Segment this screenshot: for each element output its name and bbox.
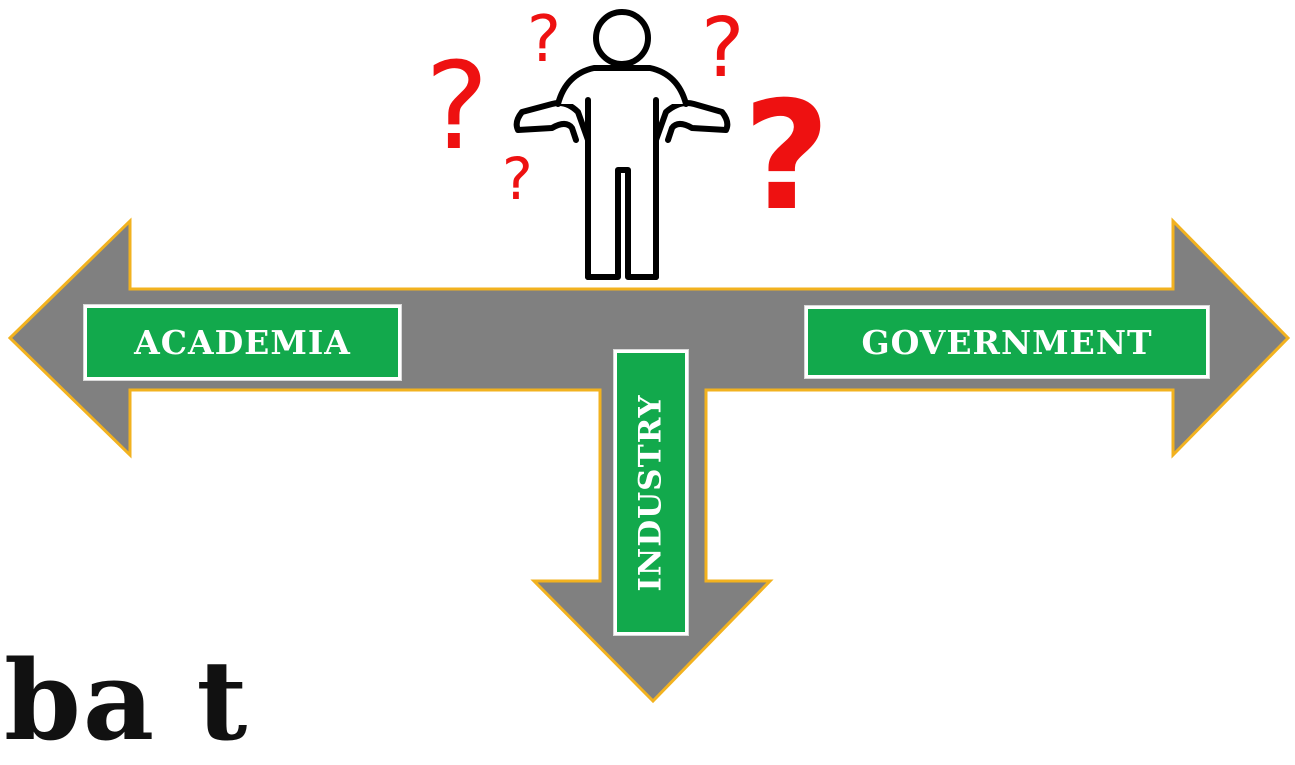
sign-government-label: GOVERNMENT	[861, 322, 1153, 362]
bottom-cropped-text: ba t	[4, 636, 250, 765]
crossroads-diagram: ? ? ? ? ? ACADEMIA GOVERNMENT INDUSTRY b…	[4, 1, 1291, 756]
question-mark: ?	[502, 145, 533, 213]
question-mark: ?	[425, 38, 489, 177]
question-mark: ?	[701, 1, 745, 96]
sign-academia: ACADEMIA	[83, 304, 402, 381]
question-mark: ?	[743, 70, 831, 244]
sign-industry-label: INDUSTRY	[633, 393, 669, 592]
sign-academia-label: ACADEMIA	[134, 323, 351, 362]
sign-industry: INDUSTRY	[613, 349, 689, 636]
sign-government: GOVERNMENT	[804, 305, 1210, 379]
confused-person-icon	[513, 9, 731, 280]
question-mark: ?	[527, 3, 561, 77]
